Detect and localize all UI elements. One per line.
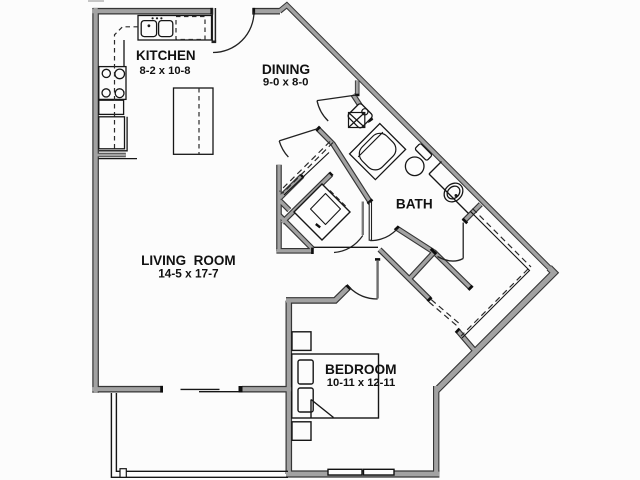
svg-text:10-11 x 12-11: 10-11 x 12-11 xyxy=(327,377,395,389)
svg-text:LIVING ROOM: LIVING ROOM xyxy=(141,253,236,268)
svg-text:14-5 x 17-7: 14-5 x 17-7 xyxy=(158,267,219,281)
svg-text:DINING: DINING xyxy=(262,62,310,77)
svg-text:8-2 x 10-8: 8-2 x 10-8 xyxy=(140,65,191,77)
svg-text:BATH: BATH xyxy=(396,197,433,212)
svg-text:KITCHEN: KITCHEN xyxy=(136,48,196,63)
svg-text:9-0 x 8-0: 9-0 x 8-0 xyxy=(263,77,309,89)
svg-text:BEDROOM: BEDROOM xyxy=(325,362,396,377)
